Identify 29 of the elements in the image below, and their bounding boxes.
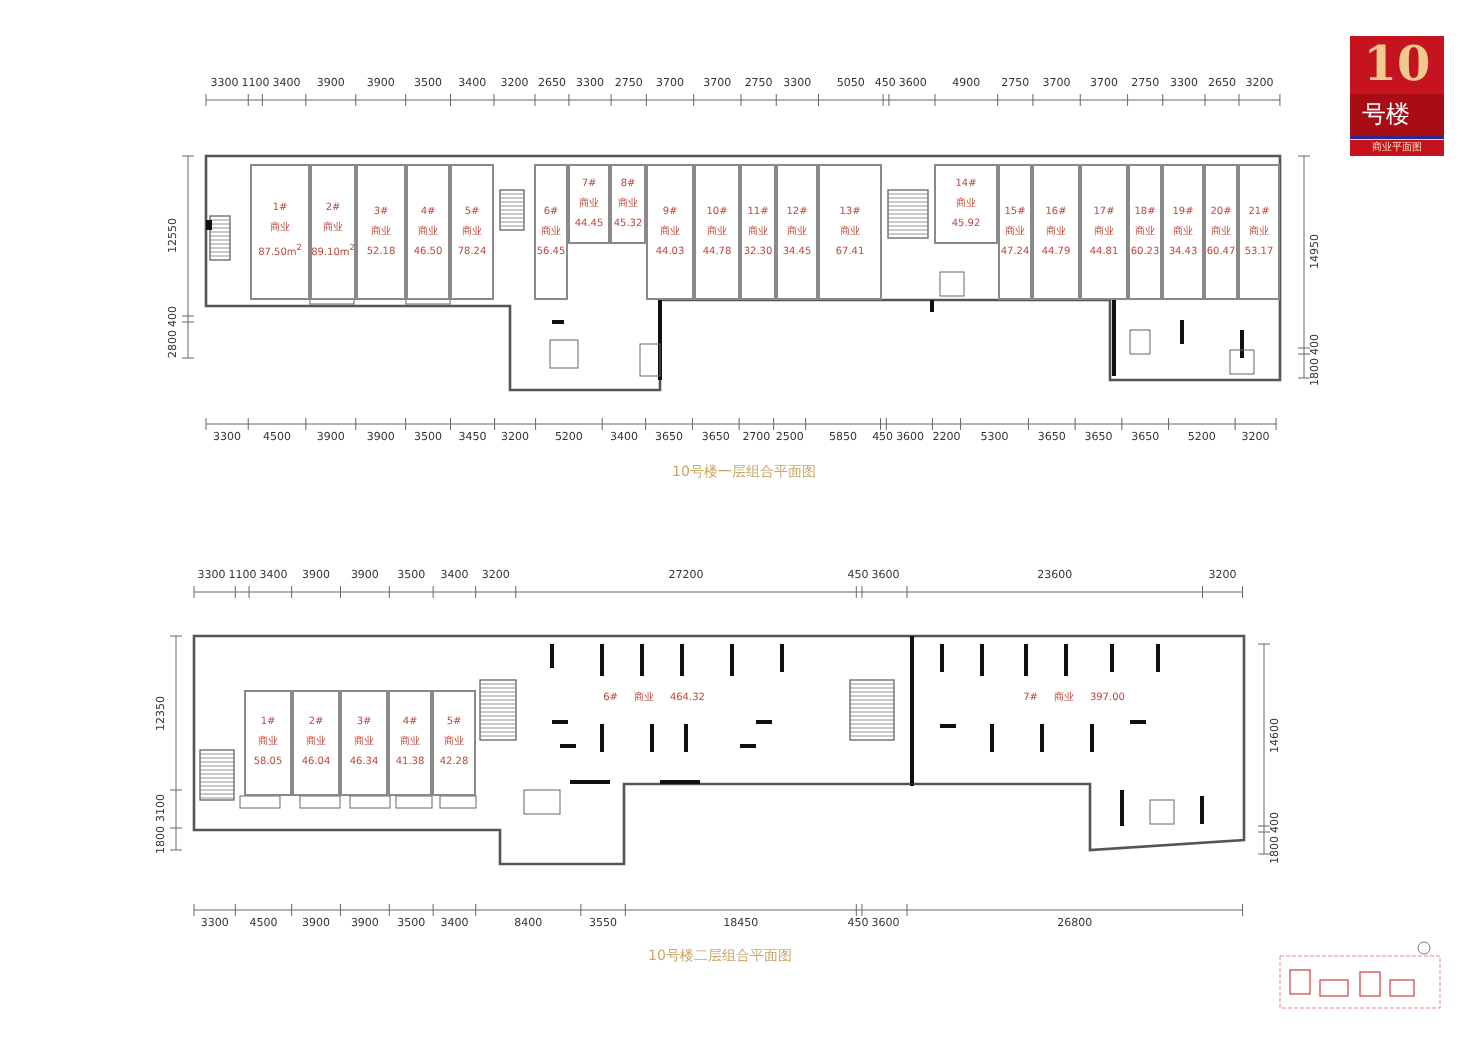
shop-unit [1032,164,1080,300]
shop-unit [934,164,998,244]
shop-unit [1080,164,1128,300]
shop-unit [740,164,776,300]
shop-unit [244,690,292,796]
shop-unit [388,690,432,796]
shop-unit [1128,164,1162,300]
shop-unit [694,164,740,300]
shop-unit [292,690,340,796]
shop-unit [340,690,388,796]
shop-unit [1162,164,1204,300]
shop-unit [818,164,882,300]
shop-unit [450,164,494,300]
shop-unit [776,164,818,300]
shop-unit [534,164,568,300]
shop-unit [1238,164,1280,300]
shop-unit [610,164,646,244]
building-badge [1350,36,1444,136]
building-label: 号楼 [1362,100,1410,129]
shop-unit [998,164,1032,300]
shop-unit [406,164,450,300]
shop-unit [1204,164,1238,300]
shop-unit [568,164,610,244]
building-number: 10 [1361,40,1433,88]
shop-unit [356,164,406,300]
shop-unit [310,164,356,300]
shop-unit [646,164,694,300]
shop-unit [432,690,476,796]
shop-unit [250,164,310,300]
